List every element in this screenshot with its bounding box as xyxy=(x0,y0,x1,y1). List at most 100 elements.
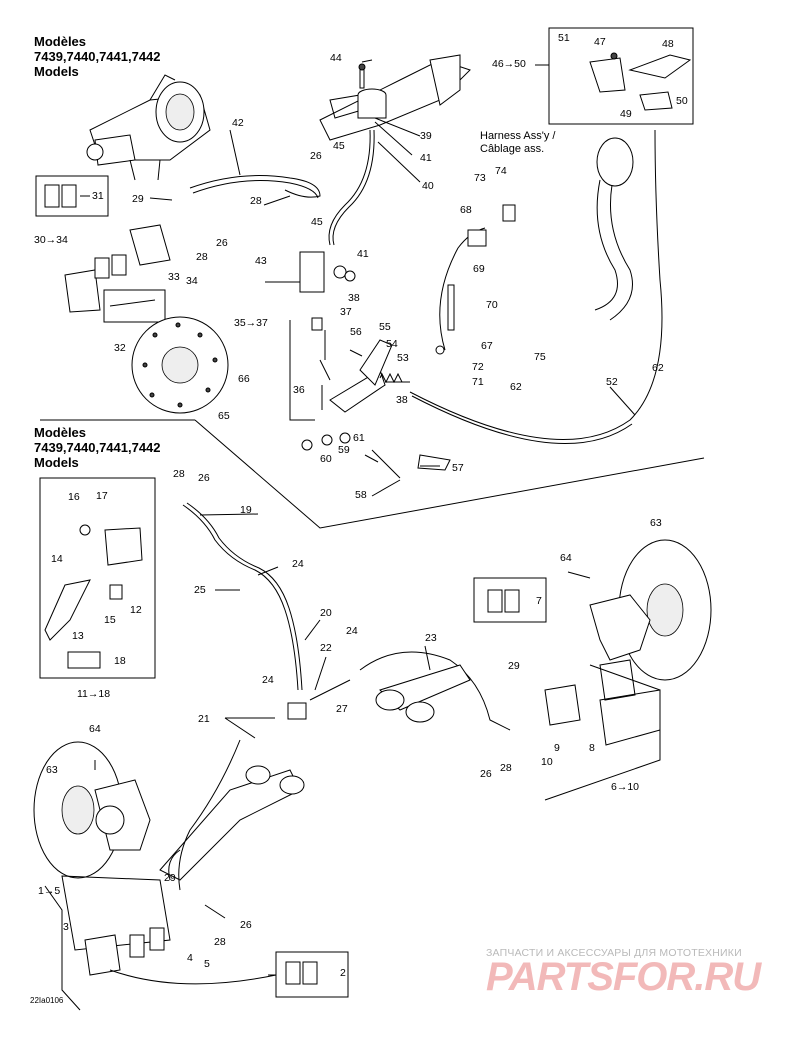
callout-70: 70 xyxy=(486,299,498,311)
callout-38: 38 xyxy=(396,394,408,406)
callout-12: 12 xyxy=(130,604,142,616)
callout-51: 51 xyxy=(558,32,570,44)
callout-58: 58 xyxy=(355,489,367,501)
callout-62: 62 xyxy=(652,362,664,374)
callout-74: 74 xyxy=(495,165,507,177)
watermark-brand: PARTSFOR.RU xyxy=(486,955,761,999)
callout-41: 41 xyxy=(420,152,432,164)
models-header-line-3: Models xyxy=(34,64,79,79)
callout-56: 56 xyxy=(350,326,362,338)
callout-19: 19 xyxy=(240,504,252,516)
callout-41: 41 xyxy=(357,248,369,260)
region-divider-lines xyxy=(40,419,705,529)
harness-label-line-2: Câblage ass. xyxy=(480,143,545,155)
models-header-line-3: Models xyxy=(34,455,79,470)
callout-28: 28 xyxy=(173,468,185,480)
callout-25: 25 xyxy=(194,584,206,596)
callout-68: 68 xyxy=(460,204,472,216)
leader-lines xyxy=(44,59,661,1011)
callout-28: 28 xyxy=(196,251,208,263)
callout-39: 39 xyxy=(420,130,432,142)
callout-65: 65 xyxy=(218,410,230,422)
callout-48: 48 xyxy=(662,38,674,50)
models-header-line-2: 7439,7440,7441,7442 xyxy=(34,440,161,455)
callout-29: 29 xyxy=(132,193,144,205)
callout-24: 24 xyxy=(262,674,274,686)
models-header-line-1: Modèles xyxy=(34,425,87,440)
callout-63: 63 xyxy=(46,764,58,776)
callout-43: 43 xyxy=(255,255,267,267)
callout-73: 73 xyxy=(474,172,486,184)
callout-26: 26 xyxy=(216,237,228,249)
distribution-block xyxy=(265,251,356,410)
callout-7: 7 xyxy=(536,595,542,607)
callout-54: 54 xyxy=(386,338,398,350)
callout-4: 4 xyxy=(187,952,193,964)
callout-66: 66 xyxy=(238,373,250,385)
callout-18: 18 xyxy=(114,655,126,667)
callout-38: 38 xyxy=(348,292,360,304)
callout-26: 26 xyxy=(480,768,492,780)
callout-15: 15 xyxy=(104,614,116,626)
master-cylinder-top xyxy=(357,63,387,119)
callout-50: 50 xyxy=(676,95,688,107)
harness-label: Harness Ass'y / Câblage ass. xyxy=(480,130,555,156)
inset-master-cylinder xyxy=(39,477,156,679)
handlebar-top xyxy=(319,54,471,141)
callout-45: 45 xyxy=(311,216,323,228)
callout-20: 20 xyxy=(320,607,332,619)
callout-29: 29 xyxy=(508,660,520,672)
callout-35-37: 35→37 xyxy=(234,317,268,329)
callout-21: 21 xyxy=(198,713,210,725)
callout-33: 33 xyxy=(168,271,180,283)
drawing-reference: 22Ia0106 xyxy=(30,996,64,1005)
callout-24: 24 xyxy=(346,625,358,637)
models-header-middle: Modèles 7439,7440,7441,7442 Models xyxy=(34,425,161,470)
callout-14: 14 xyxy=(51,553,63,565)
callout-8: 8 xyxy=(589,742,595,754)
callout-32: 32 xyxy=(114,342,126,354)
watermark-caption: ЗАПЧАСТИ И АКСЕССУАРЫ ДЛЯ МОТОТЕХНИКИ xyxy=(486,947,742,959)
callout-62: 62 xyxy=(510,381,522,393)
callout-26: 26 xyxy=(240,919,252,931)
suspension-arms xyxy=(159,664,471,891)
callout-9: 9 xyxy=(554,742,560,754)
models-header-top: Modèles 7439,7440,7441,7442 Models xyxy=(34,34,161,79)
callout-6-10: 6→10 xyxy=(611,781,640,793)
inset-brake-lever xyxy=(548,27,694,125)
callout-64: 64 xyxy=(89,723,101,735)
throttle-cable xyxy=(409,129,663,444)
callout-47: 47 xyxy=(594,36,606,48)
callout-28: 28 xyxy=(250,195,262,207)
callout-67: 67 xyxy=(481,340,493,352)
callout-55: 55 xyxy=(379,321,391,333)
models-header-line-1: Modèles xyxy=(34,34,87,49)
callout-37: 37 xyxy=(340,306,352,318)
callout-26: 26 xyxy=(310,150,322,162)
callout-23: 23 xyxy=(425,632,437,644)
models-header-line-2: 7439,7440,7441,7442 xyxy=(34,49,161,64)
brake-pedal-assembly xyxy=(301,339,451,479)
left-spindle-disc xyxy=(33,741,349,998)
callout-24: 24 xyxy=(292,558,304,570)
callout-53: 53 xyxy=(397,352,409,364)
callout-75: 75 xyxy=(534,351,546,363)
callout-26: 26 xyxy=(198,472,210,484)
callout-17: 17 xyxy=(96,490,108,502)
callout-2: 2 xyxy=(340,967,346,979)
callout-27: 27 xyxy=(336,703,348,715)
callout-29: 29 xyxy=(164,872,176,884)
callout-28: 28 xyxy=(214,936,226,948)
callout-13: 13 xyxy=(72,630,84,642)
callout-72: 72 xyxy=(472,361,484,373)
callout-11-18: 11→18 xyxy=(77,688,111,700)
callout-46-50: 46→50 xyxy=(492,58,526,70)
callout-34: 34 xyxy=(186,275,198,287)
callout-52: 52 xyxy=(606,376,618,388)
callout-63: 63 xyxy=(650,517,662,529)
callout-28: 28 xyxy=(500,762,512,774)
callout-61: 61 xyxy=(353,432,365,444)
callout-59: 59 xyxy=(338,444,350,456)
callout-64: 64 xyxy=(560,552,572,564)
